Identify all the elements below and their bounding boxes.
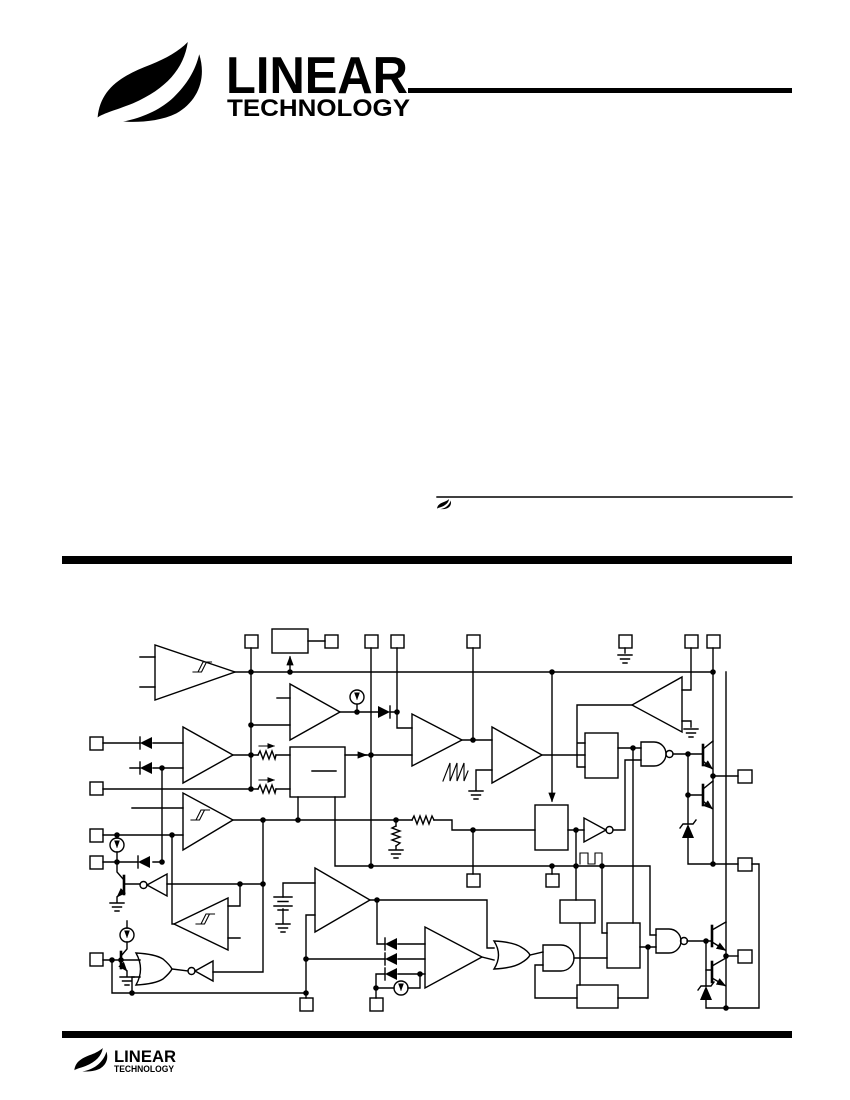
package-pins	[89, 634, 753, 1012]
logic-gates	[134, 741, 689, 986]
lt-logo-mini	[437, 499, 451, 510]
header-logo: LINEAR TECHNOLOGY	[97, 42, 792, 122]
sawtooth-icon	[442, 762, 469, 782]
junction-dots	[109, 669, 729, 1011]
wires	[102, 640, 760, 1009]
resistors	[257, 743, 435, 847]
footer-logo: LINEAR TECHNOLOGY	[74, 1047, 176, 1074]
square-wave-icon	[579, 852, 603, 865]
mid-section-rule	[436, 496, 793, 510]
hysteresis-icon	[190, 809, 211, 821]
diodes	[137, 705, 715, 1001]
footer-brand-linear: LINEAR	[114, 1047, 176, 1066]
hysteresis-icon	[195, 913, 216, 925]
current-sources	[110, 690, 408, 995]
diode-right	[378, 705, 391, 719]
waveform-glyphs	[442, 762, 603, 865]
lt-logo-mark	[97, 42, 202, 122]
divider-bar-bottom	[62, 1031, 792, 1038]
footer-brand-technology: TECHNOLOGY	[114, 1064, 174, 1074]
brand-technology: TECHNOLOGY	[227, 95, 410, 122]
lt-logo-mark-small	[74, 1048, 108, 1072]
brand-linear: LINEAR	[226, 47, 408, 105]
divider-bar-top	[62, 556, 792, 564]
header-rule	[408, 88, 792, 93]
amplifiers-and-comparators	[154, 644, 683, 990]
block-diagram	[89, 628, 760, 1012]
